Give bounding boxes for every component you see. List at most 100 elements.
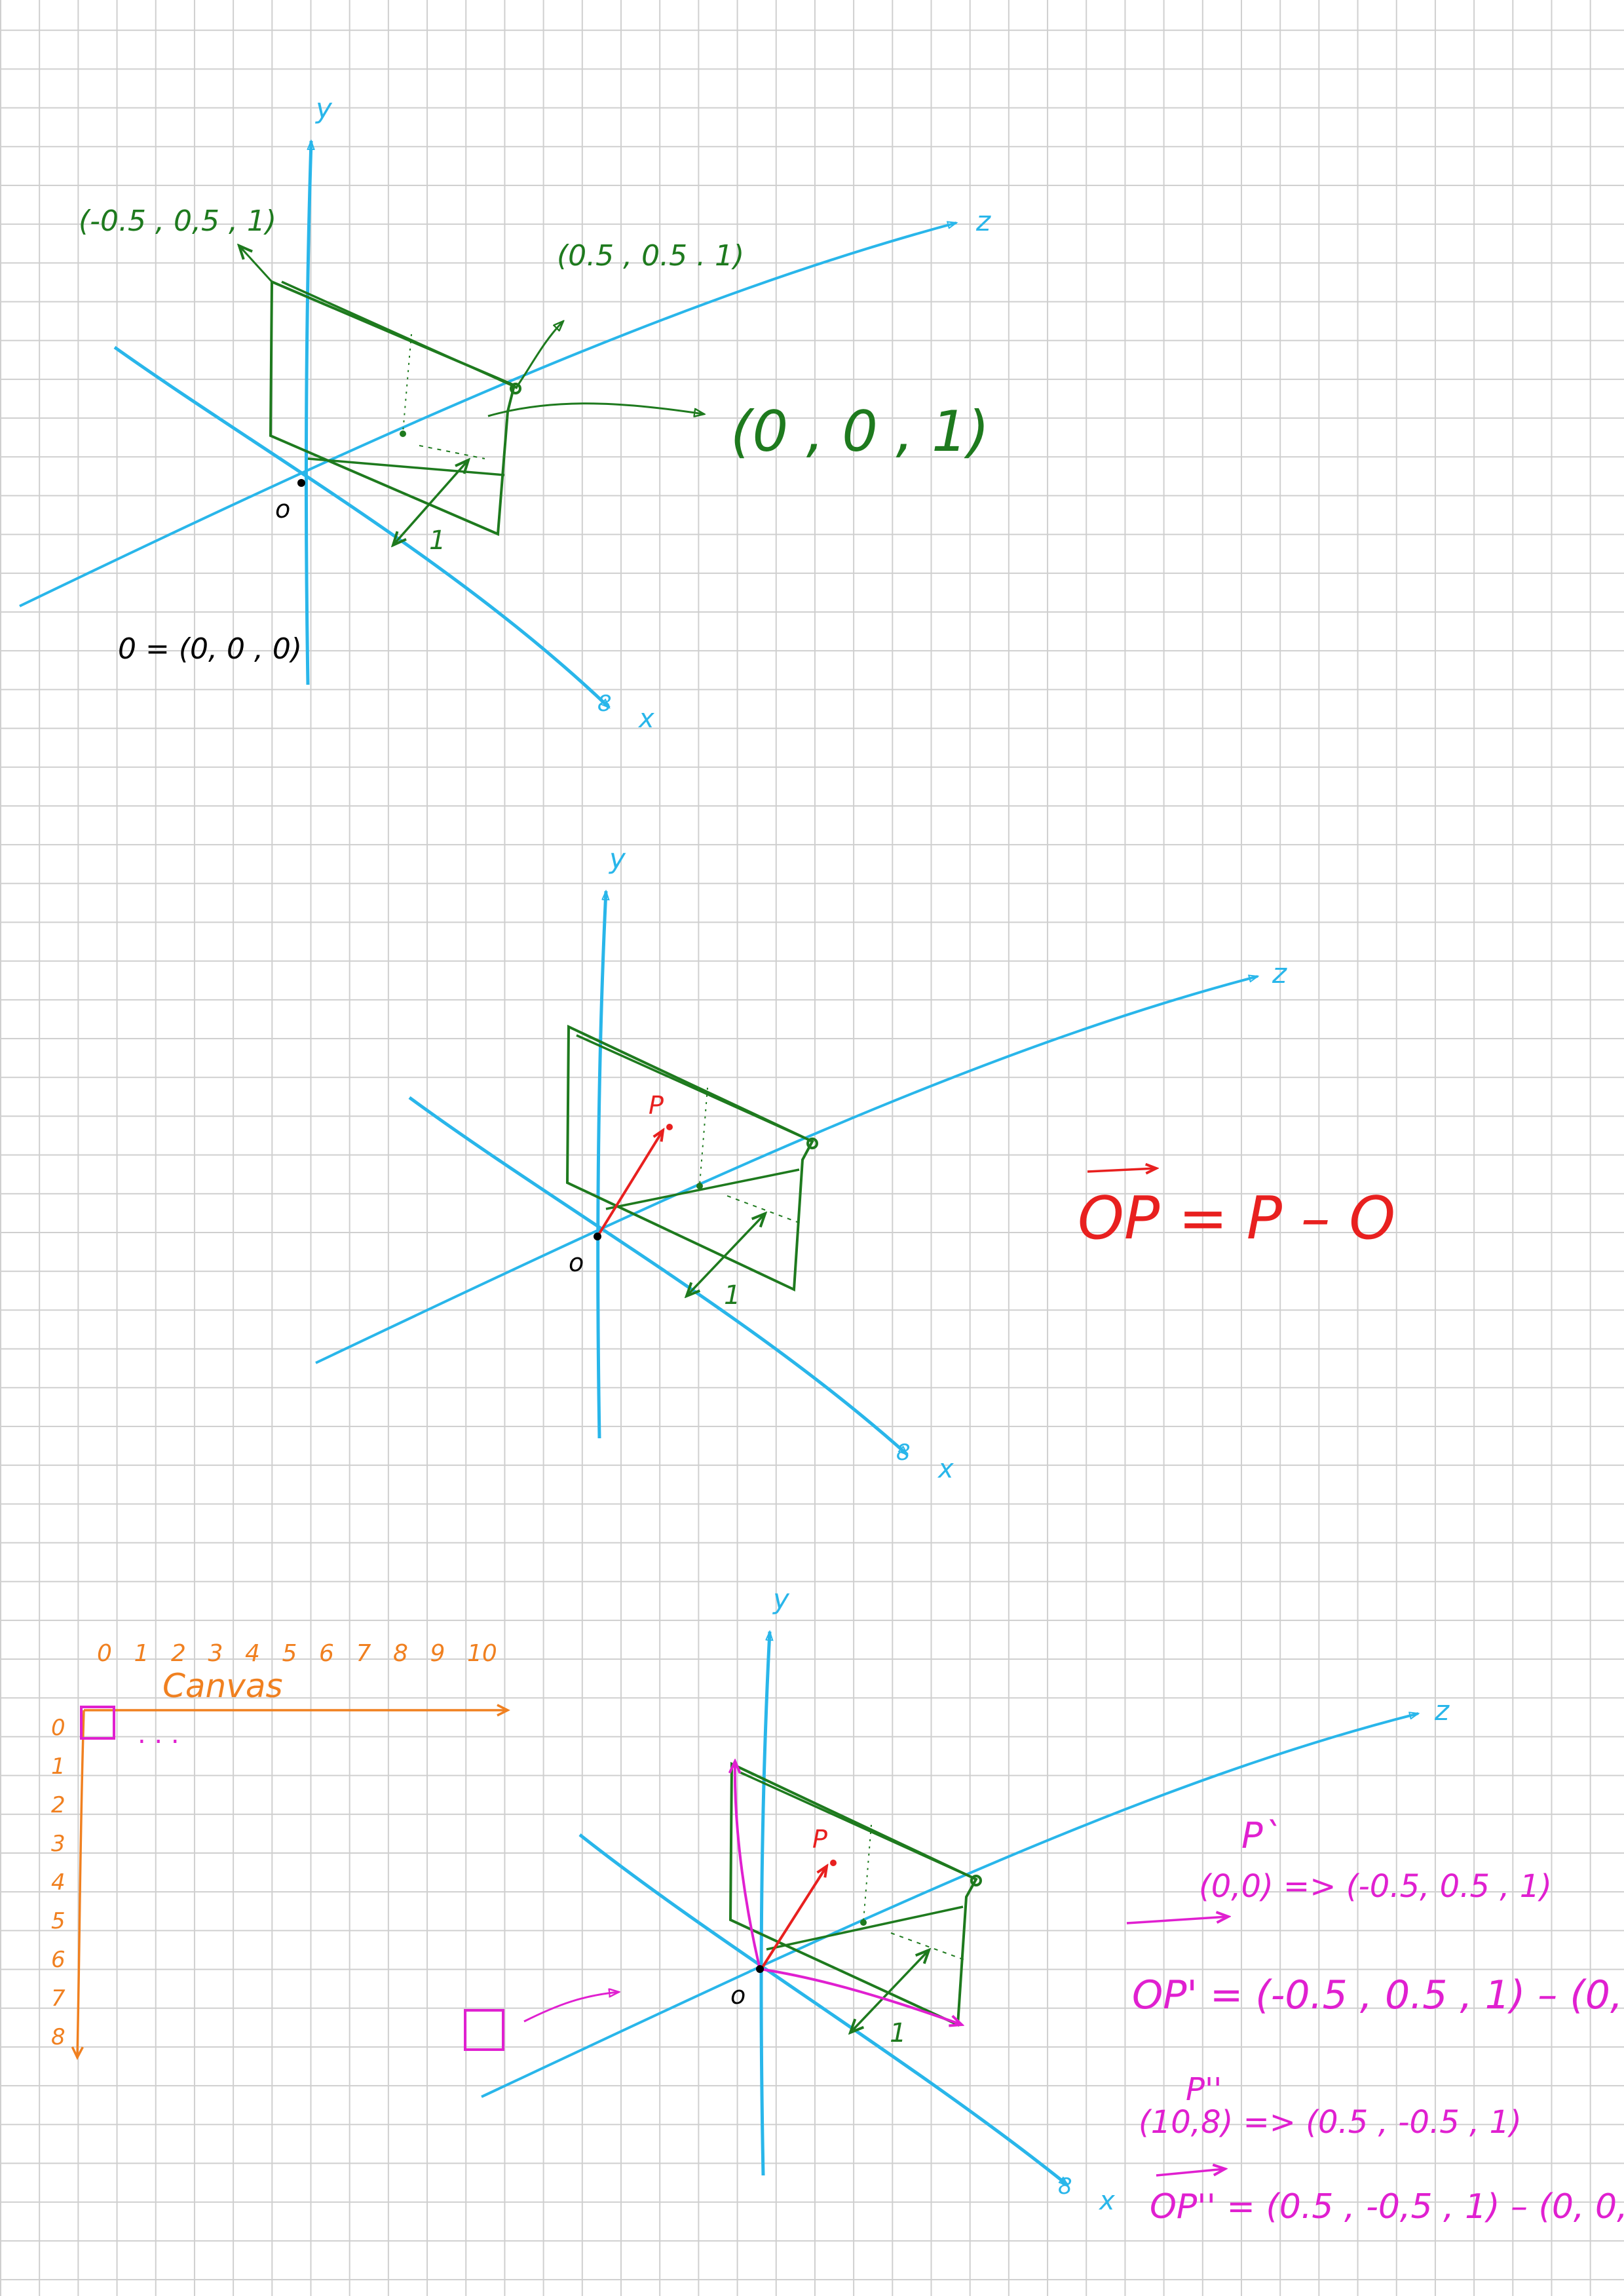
canvas-row-0: 0	[51, 1715, 66, 1741]
canvas-col-2: 2	[171, 1640, 186, 1667]
center-label: (0 , 0 , 1)	[730, 399, 989, 465]
origin-definition: 0 = (0, 0 , 0)	[118, 632, 302, 666]
x-axis-label: x	[637, 704, 654, 734]
corner-pointer-left	[239, 246, 273, 283]
y-axis-label: y	[314, 92, 333, 124]
sketch-2-op-vector: y z 8 x 1 P o OP = P – O	[315, 843, 1395, 1484]
x-axis-tick: 8	[896, 1440, 911, 1466]
z-axis	[19, 223, 956, 607]
origin-label: o	[569, 1248, 584, 1277]
formula-vector-bar	[1087, 1168, 1156, 1172]
x-axis-label: x	[1098, 2186, 1115, 2216]
canvas-y-arrow	[71, 1710, 85, 2060]
image-plane-top	[281, 280, 518, 389]
z-axis-label: z	[1434, 1694, 1450, 1727]
canvas-row-7: 7	[51, 1985, 66, 2012]
sketch-1-camera-frame: y z 8 x 1 (-0.5 , 0,5 , 1) (0.5 , 0.5 . …	[19, 92, 991, 734]
plane-corner-dot	[806, 1138, 818, 1149]
y-axis-label: y	[772, 1583, 790, 1615]
corner-label: (-0.5 , 0,5 , 1)	[79, 204, 276, 238]
x-axis	[113, 345, 609, 708]
canvas-col-3: 3	[208, 1640, 223, 1667]
origin-dot	[297, 479, 305, 487]
canvas-col-7: 7	[356, 1640, 371, 1667]
origin-label: o	[275, 495, 290, 524]
op1-vector-bar	[1126, 1917, 1228, 1924]
p1-map: (0,0) => (-0.5, 0.5 , 1)	[1199, 1868, 1552, 1905]
x-axis-label: x	[937, 1454, 954, 1484]
x-axis-tick: 8	[597, 691, 612, 717]
x-axis-tick: 8	[1058, 2173, 1072, 2200]
distance-arrow	[687, 1214, 765, 1296]
z-axis	[481, 1713, 1418, 2098]
plane-corner-dot	[970, 1875, 982, 1886]
distance-arrow	[850, 1950, 929, 2033]
image-plane-top	[576, 1034, 813, 1143]
origin-dot	[756, 1965, 764, 1973]
y-axis-label: y	[608, 843, 626, 875]
op1-formula: OP' = (-0.5 , 0.5 , 1) – (0, 0, 0)	[1132, 1972, 1624, 2018]
origin-dot	[594, 1233, 601, 1240]
canvas-col-1: 1	[134, 1640, 149, 1667]
center-pointer	[487, 402, 704, 416]
canvas-col-5: 5	[282, 1640, 297, 1667]
point-p	[666, 1124, 673, 1130]
p1-label: P`	[1241, 1815, 1281, 1856]
p2-map: (10,8) => (0.5 , -0.5 , 1)	[1139, 2104, 1522, 2141]
dotted-guide-2	[727, 1195, 803, 1225]
canvas-first-pixel	[80, 1706, 115, 1740]
y-axis	[759, 1632, 770, 2176]
dotted-guide	[863, 1824, 872, 1922]
image-plane	[728, 1761, 978, 2027]
image-plane-bottom	[605, 1168, 800, 1210]
z-axis-label: z	[1272, 957, 1287, 989]
canvas-col-10: 10	[467, 1640, 497, 1667]
image-plane-bottom	[307, 457, 505, 476]
y-axis	[596, 891, 606, 1439]
plane-center-dot	[860, 1919, 867, 1926]
image-plane-bottom	[766, 1905, 964, 1951]
z-axis-label: z	[975, 205, 991, 237]
canvas-row-1: 1	[51, 1753, 66, 1780]
op2-formula: OP'' = (0.5 , -0,5 , 1) – (0, 0, 0)	[1150, 2187, 1624, 2227]
canvas-row-8: 8	[51, 2024, 66, 2050]
distance-label: 1	[429, 526, 445, 556]
dotted-guide-2	[419, 445, 485, 459]
op-prime-vector	[735, 1761, 761, 1970]
canvas-col-9: 9	[430, 1640, 445, 1667]
op2-vector-bar	[1156, 2169, 1225, 2177]
image-plane-top	[740, 1771, 977, 1881]
canvas-continuation-dots: . . .	[138, 1719, 179, 1750]
distance-arrow	[393, 460, 468, 545]
canvas-col-6: 6	[319, 1640, 334, 1667]
canvas-row-6: 6	[51, 1947, 66, 1973]
x-axis	[578, 1833, 1068, 2187]
image-plane	[565, 1024, 814, 1292]
distance-label: 1	[890, 2018, 906, 2048]
x-axis	[408, 1096, 907, 1456]
plane-center-dot	[696, 1183, 703, 1189]
op-vector	[760, 1866, 827, 1970]
pixel-pointer	[523, 1992, 619, 2023]
op-double-prime-vector	[759, 1968, 962, 2025]
dotted-guide	[699, 1087, 708, 1185]
pixel-square	[464, 2009, 504, 2051]
dotted-guide-2	[890, 1932, 967, 1961]
point-label: P	[812, 1825, 827, 1854]
y-axis	[304, 141, 311, 685]
canvas-row-2: 2	[51, 1792, 66, 1818]
canvas-row-5: 5	[51, 1908, 66, 1934]
canvas-col-4: 4	[245, 1640, 260, 1667]
plane-center-dot	[400, 430, 406, 437]
origin-label: o	[730, 1981, 746, 2010]
canvas-title: Canvas	[162, 1667, 283, 1705]
right-corner-label: (0.5 , 0.5 . 1)	[557, 239, 744, 273]
canvas-col-0: 0	[97, 1640, 112, 1667]
p2-label: P''	[1186, 2071, 1222, 2108]
canvas-col-8: 8	[393, 1640, 408, 1667]
distance-label: 1	[724, 1280, 740, 1311]
